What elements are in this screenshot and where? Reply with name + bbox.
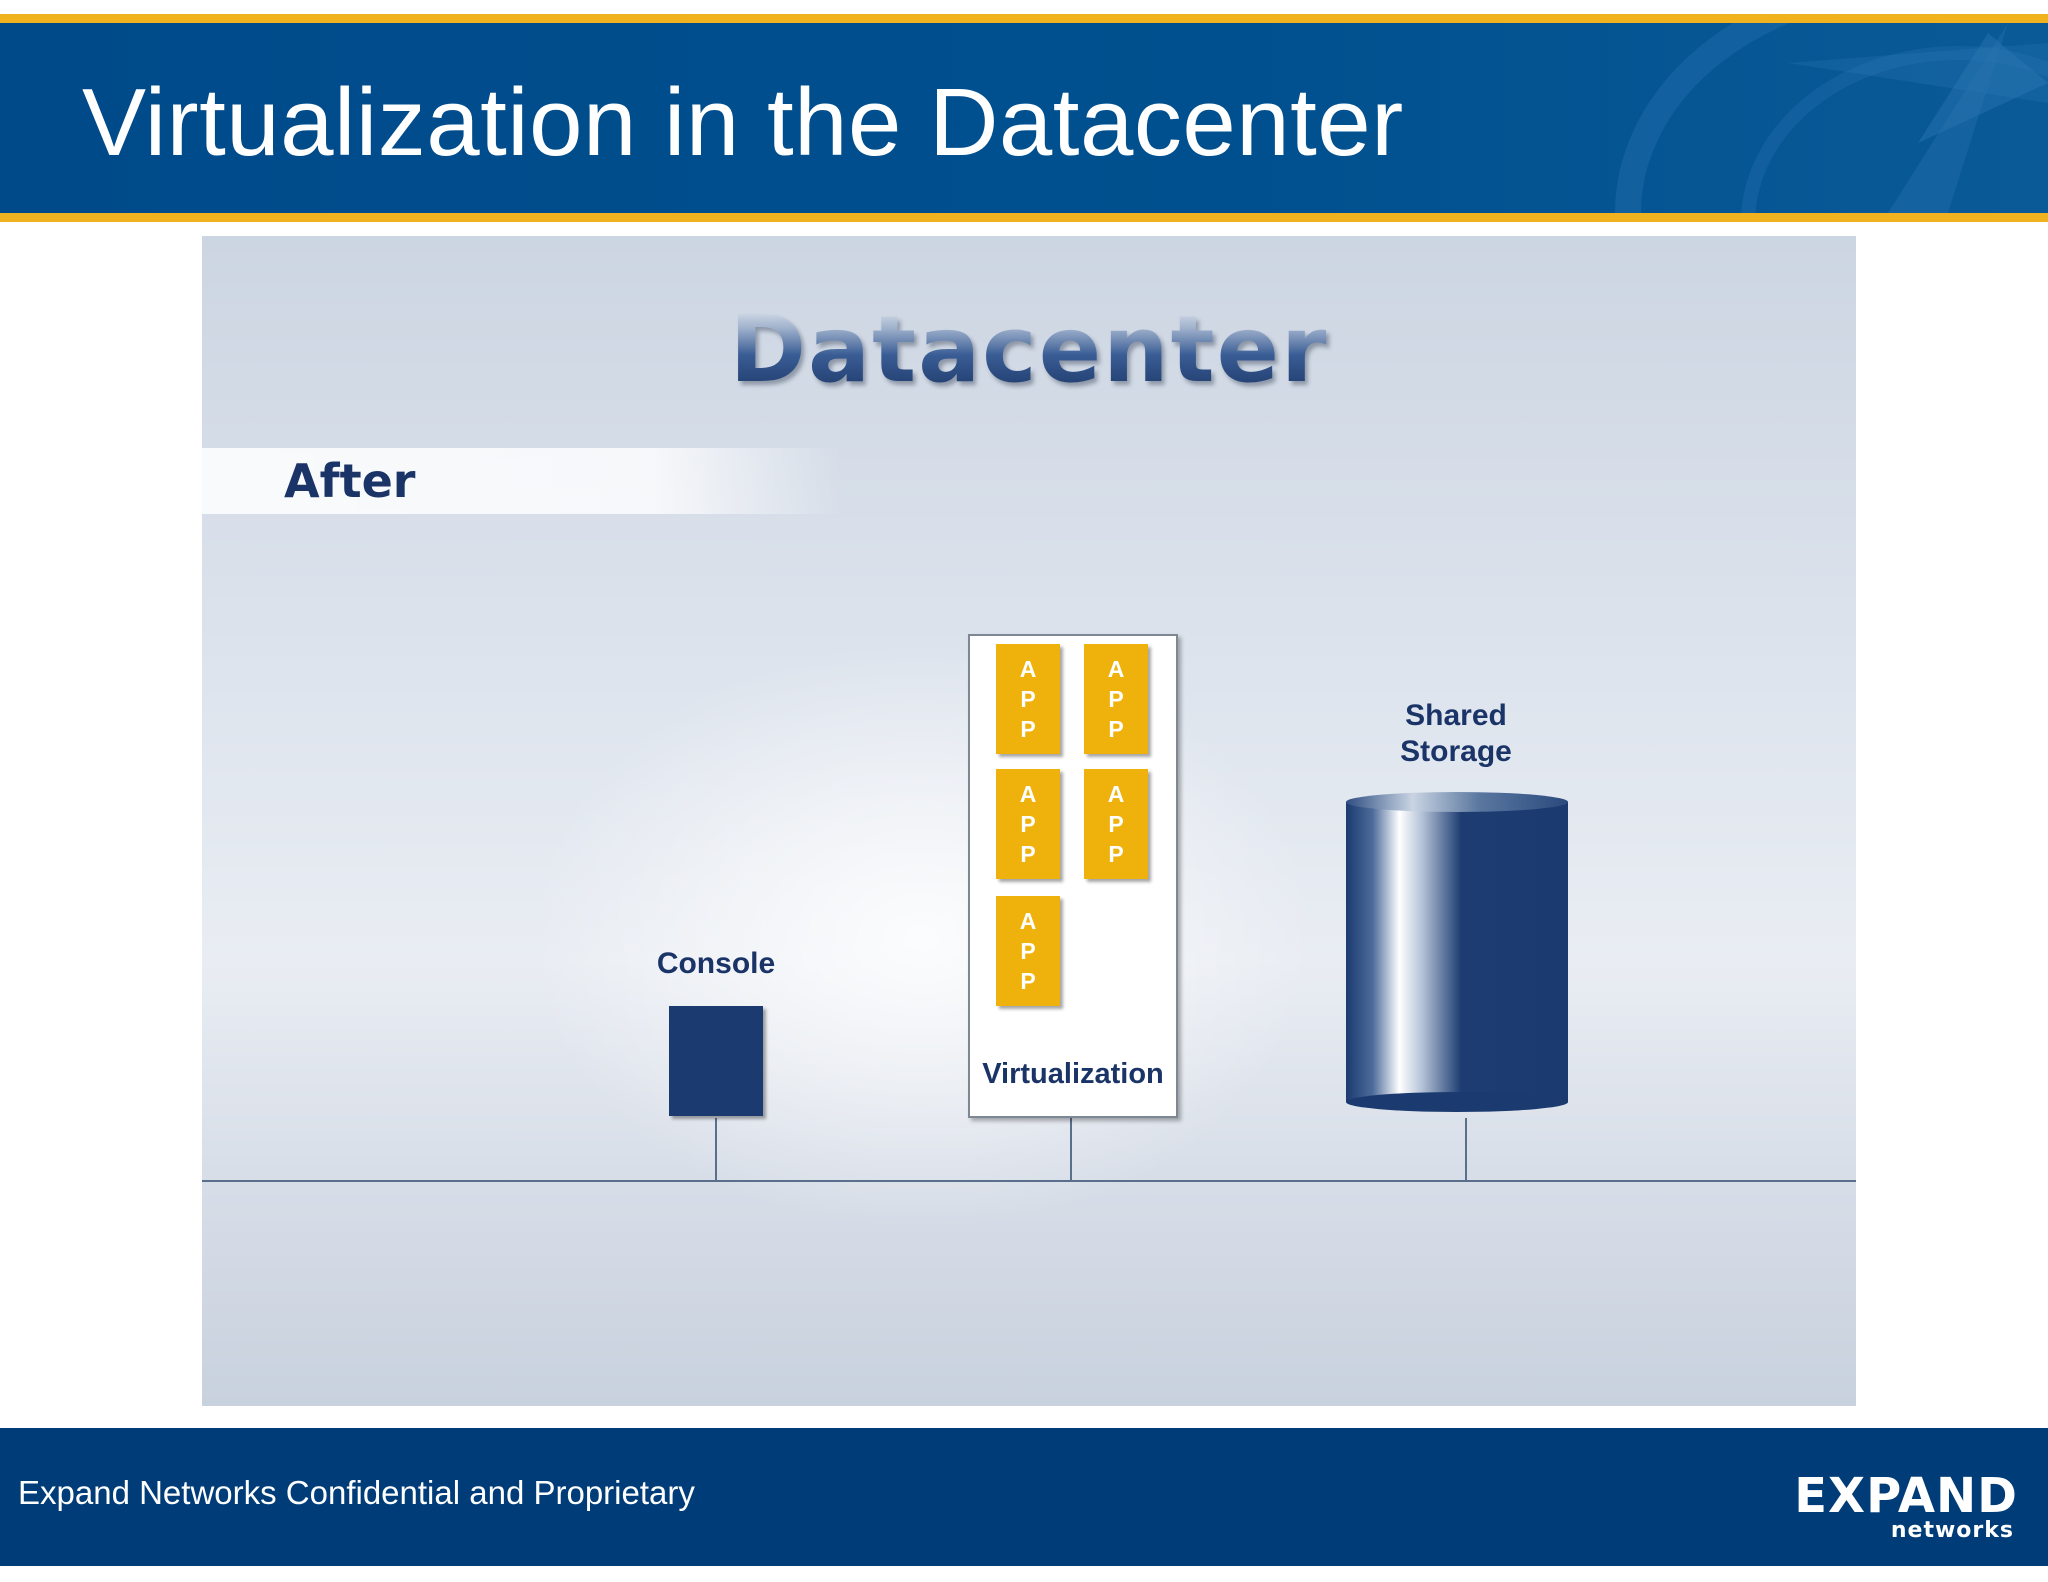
logo-subtext: networks <box>1890 1518 2014 1543</box>
slide-footer: Expand Networks Confidential and Proprie… <box>0 1428 2048 1566</box>
expand-networks-logo: EXPAND networks <box>1758 1472 2018 1542</box>
diagram-heading: Datacenter <box>202 296 1856 403</box>
virtualization-label: Virtualization <box>982 1058 1164 1090</box>
globe-decoration-icon <box>1615 23 2048 213</box>
footer-confidential-text: Expand Networks Confidential and Proprie… <box>18 1474 695 1511</box>
slide-title: Virtualization in the Datacenter <box>82 69 1404 176</box>
state-label: After <box>284 454 416 508</box>
network-bus <box>202 1116 1856 1182</box>
console-node <box>669 1006 763 1116</box>
shared-storage-cylinder-icon <box>1346 792 1568 1112</box>
header-band <box>0 23 2048 213</box>
logo-wordmark: EXPAND <box>1794 1468 2018 1524</box>
shared-storage-label: Shared Storage <box>1400 699 1512 768</box>
state-label-band <box>202 448 842 514</box>
console-label: Console <box>656 947 776 980</box>
slide-header: Virtualization in the Datacenter <box>0 0 2048 226</box>
header-bottom-stripe <box>0 213 2048 222</box>
header-top-stripe <box>0 14 2048 23</box>
